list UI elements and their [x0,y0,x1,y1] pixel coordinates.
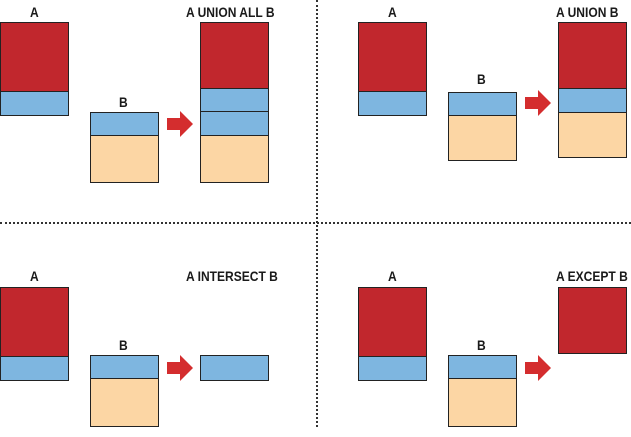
set-a-blue-block [0,91,69,116]
set-a-red-block [0,287,69,358]
result-title: A EXCEPT B [556,268,628,284]
set-a-blue-block [0,356,69,381]
set-a-label: A [30,4,39,20]
set-a-label: A [388,268,397,284]
vertical-divider [316,0,318,427]
set-a-red-block [358,22,427,93]
set-b-tan-block [448,115,517,161]
result-tan-block [558,112,627,158]
set-a-red-block [358,287,427,358]
result-blue-block [200,355,269,381]
result-red-block [200,22,269,90]
result-title: A UNION B [556,4,619,20]
set-a-blue-block [358,356,427,381]
set-b-blue-block [90,112,159,137]
result-blue-block-b [200,111,269,137]
set-b-tan-block [90,135,159,183]
arrow-icon [525,90,551,116]
arrow-icon [525,355,551,381]
set-a-label: A [388,4,397,20]
set-b-label: B [119,94,128,110]
set-b-tan-block [448,378,517,427]
set-b-label: B [477,337,486,353]
panel-union-all: A B A UNION ALL B [0,0,315,213]
set-b-blue-block [90,355,159,380]
arrow-icon [167,355,193,381]
panel-intersect: A B A INTERSECT B [0,224,315,437]
result-title: A UNION ALL B [186,4,275,20]
set-b-label: B [477,71,486,87]
set-a-red-block [0,22,69,93]
result-blue-block [558,88,627,114]
arrow-icon [167,111,193,137]
panel-union: A B A UNION B [316,0,631,213]
set-b-label: B [119,337,128,353]
horizontal-divider [0,222,631,224]
set-b-blue-block [448,355,517,380]
set-a-label: A [30,268,39,284]
result-tan-block [200,135,269,183]
result-red-block [558,287,627,354]
set-a-blue-block [358,91,427,116]
set-b-blue-block [448,92,517,117]
result-title: A INTERSECT B [186,268,278,284]
set-b-tan-block [90,378,159,427]
result-blue-block-a [200,88,269,113]
result-red-block [558,22,627,90]
panel-except: A B A EXCEPT B [316,224,631,437]
